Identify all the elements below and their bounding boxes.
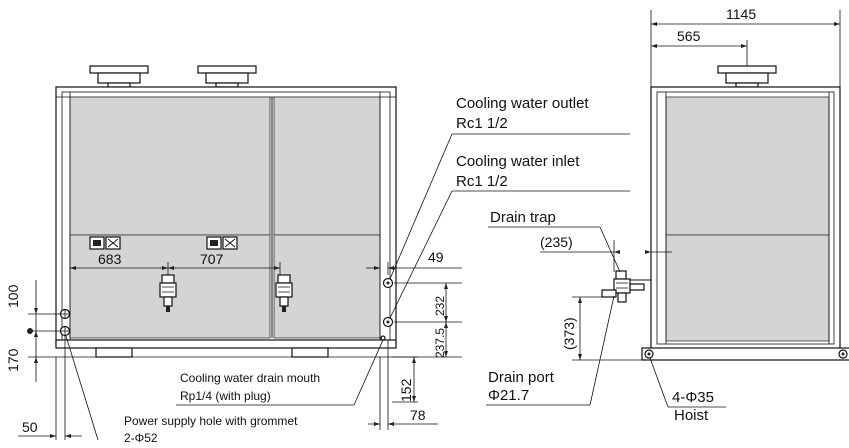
dim-235: (235) bbox=[540, 234, 573, 250]
dim-50-group: 50 bbox=[18, 336, 82, 440]
top-nozzle-right bbox=[197, 65, 257, 88]
side-drain-trap bbox=[601, 270, 651, 303]
drain-mouth-plug bbox=[380, 335, 386, 341]
top-nozzle-left bbox=[89, 65, 149, 88]
dim-152: 152 bbox=[398, 378, 414, 402]
dim-152-78-group: 78 152 bbox=[368, 340, 438, 430]
nameplate-icon-left bbox=[89, 236, 121, 250]
front-drain-trap-right bbox=[275, 274, 293, 312]
drain-port-callout: Drain port Φ21.7 bbox=[486, 295, 615, 406]
dim-1145: 1145 bbox=[726, 6, 756, 22]
dim-237-5: 237.5 bbox=[433, 328, 447, 358]
drain-trap-callout: Drain trap (235) bbox=[488, 209, 672, 273]
side-view bbox=[601, 65, 849, 361]
power-hole-size: 2-Φ52 bbox=[124, 431, 158, 445]
dim-100-170-group: 100 170 bbox=[5, 280, 60, 382]
nameplate-icon-right bbox=[206, 236, 238, 250]
dim-565: 565 bbox=[677, 28, 701, 44]
outlet-size: Rc1 1/2 bbox=[456, 115, 508, 132]
upper-right-panel bbox=[273, 96, 381, 236]
dim-50: 50 bbox=[22, 419, 38, 435]
dim-683: 683 bbox=[98, 251, 122, 267]
hoist-size: 4-Φ35 bbox=[672, 389, 714, 406]
drain-mouth-size: Rp1/4 (with plug) bbox=[180, 389, 271, 403]
drain-port-size: Φ21.7 bbox=[488, 387, 529, 404]
drain-mouth-callout: Cooling water drain mouth Rp1/4 (with pl… bbox=[176, 339, 384, 406]
front-view: 683 707 bbox=[55, 65, 397, 358]
dim-373: (373) bbox=[561, 317, 577, 350]
outlet-title: Cooling water outlet bbox=[456, 95, 589, 112]
outlet-callout: Cooling water outlet Rc1 1/2 bbox=[389, 95, 630, 280]
dim-232-group: 232 237.5 bbox=[394, 282, 462, 358]
front-drain-trap-left bbox=[159, 274, 177, 312]
hoist-title: Hoist bbox=[674, 407, 709, 424]
dim-78: 78 bbox=[410, 407, 426, 423]
side-upper-panel bbox=[665, 96, 830, 236]
upper-left-panel bbox=[69, 96, 271, 236]
dim-170: 170 bbox=[5, 348, 21, 372]
drain-mouth-title: Cooling water drain mouth bbox=[180, 371, 320, 385]
drain-port-title: Drain port bbox=[488, 369, 555, 386]
inlet-size: Rc1 1/2 bbox=[456, 173, 508, 190]
dim-373-group: (373) bbox=[561, 296, 651, 361]
power-hole-callout: Power supply hole with grommet 2-Φ52 bbox=[65, 335, 298, 445]
hoist-callout: 4-Φ35 Hoist bbox=[649, 357, 726, 424]
front-base bbox=[55, 339, 397, 349]
power-hole-title: Power supply hole with grommet bbox=[124, 414, 298, 428]
inlet-title: Cooling water inlet bbox=[456, 153, 580, 170]
dim-232: 232 bbox=[433, 296, 447, 316]
dim-49-group: 49 bbox=[366, 249, 462, 275]
side-lower-panel bbox=[665, 234, 830, 342]
dim-100: 100 bbox=[5, 284, 21, 308]
dim-1145-565-group: 1145 565 bbox=[650, 6, 841, 87]
side-base bbox=[641, 347, 849, 361]
dim-707: 707 bbox=[200, 251, 224, 267]
dim-49: 49 bbox=[428, 249, 444, 265]
inlet-callout: Cooling water inlet Rc1 1/2 bbox=[389, 153, 630, 319]
drain-trap-label: Drain trap bbox=[490, 209, 556, 226]
